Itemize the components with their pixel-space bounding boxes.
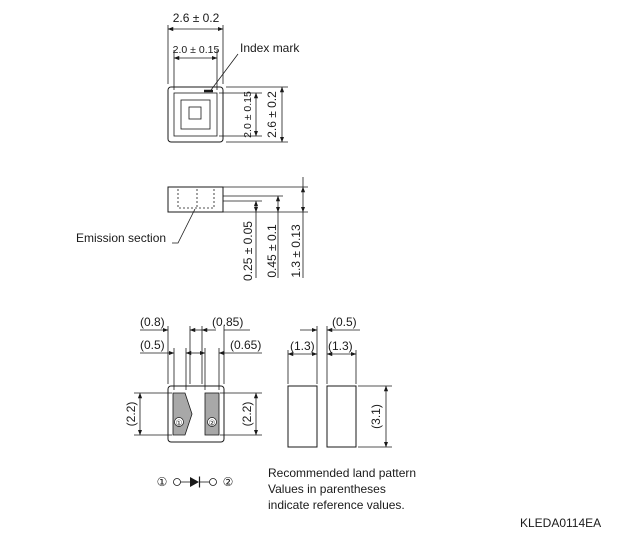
land-gap: (0.5) bbox=[332, 315, 357, 329]
land-pad-width-right: (1.3) bbox=[328, 339, 353, 353]
index-mark-leader bbox=[210, 53, 239, 91]
diode-triangle bbox=[190, 477, 199, 487]
emission-label: Emission section bbox=[76, 231, 166, 245]
pad-2 bbox=[204, 392, 220, 436]
dim-window: 0.45 ± 0.1 bbox=[265, 224, 279, 278]
dim-height-inner: 2.0 ± 0.15 bbox=[242, 91, 254, 138]
top-package-outline bbox=[167, 86, 224, 143]
notes: Recommended land pattern Values in paren… bbox=[268, 466, 416, 512]
side-view: 0.25 ± 0.05 0.45 ± 0.1 1.3 ± 0.13 Emissi… bbox=[76, 177, 308, 281]
land-pad-left bbox=[287, 385, 318, 448]
pad-1-label: ① bbox=[175, 419, 182, 428]
top-lens-inner bbox=[180, 99, 211, 130]
dim-right-height: (2.2) bbox=[240, 402, 254, 427]
pad-2-label: ② bbox=[208, 419, 215, 428]
land-pattern: (0.5) (1.3) (1.3) (3.1) bbox=[287, 315, 392, 448]
top-chip bbox=[188, 106, 202, 120]
note-line-1: Recommended land pattern bbox=[268, 466, 416, 480]
dim-total: 1.3 ± 0.13 bbox=[289, 224, 303, 278]
dim-width-outer: 2.6 ± 0.2 bbox=[173, 11, 220, 25]
bottom-view: ① ② (0.8) (0.85) (0.5) (0.65) (2.2) bbox=[124, 315, 262, 443]
dim-width-inner: 2.0 ± 0.15 bbox=[173, 44, 220, 56]
note-line-2: Values in parentheses bbox=[268, 482, 386, 496]
drawing-code: KLEDA0114EA bbox=[520, 516, 601, 530]
dim-second-right: (0.65) bbox=[230, 338, 261, 352]
symbol-pin-2: ② bbox=[223, 475, 234, 489]
symbol-pin-1: ① bbox=[157, 475, 168, 489]
note-line-3: indicate reference values. bbox=[268, 498, 405, 512]
dim-top-left: (0.8) bbox=[140, 315, 165, 329]
dim-top-right: (0.85) bbox=[212, 315, 243, 329]
dim-emission: 0.25 ± 0.05 bbox=[241, 221, 255, 281]
diode-symbol: ① ② bbox=[157, 475, 234, 489]
land-pad-width-left: (1.3) bbox=[290, 339, 315, 353]
land-pad-right bbox=[326, 385, 357, 448]
top-lens-outer bbox=[173, 92, 218, 137]
index-mark-label: Index mark bbox=[240, 41, 300, 55]
dim-second-left: (0.5) bbox=[140, 338, 165, 352]
dim-height-outer: 2.6 ± 0.2 bbox=[265, 91, 279, 138]
side-emission-outline bbox=[177, 189, 215, 209]
emission-leader bbox=[172, 208, 196, 244]
dim-left-height: (2.2) bbox=[124, 402, 138, 427]
top-view: 2.6 ± 0.2 2.0 ± 0.15 Index mark 2.0 ± 0.… bbox=[167, 11, 300, 143]
land-pad-height: (3.1) bbox=[369, 404, 383, 429]
